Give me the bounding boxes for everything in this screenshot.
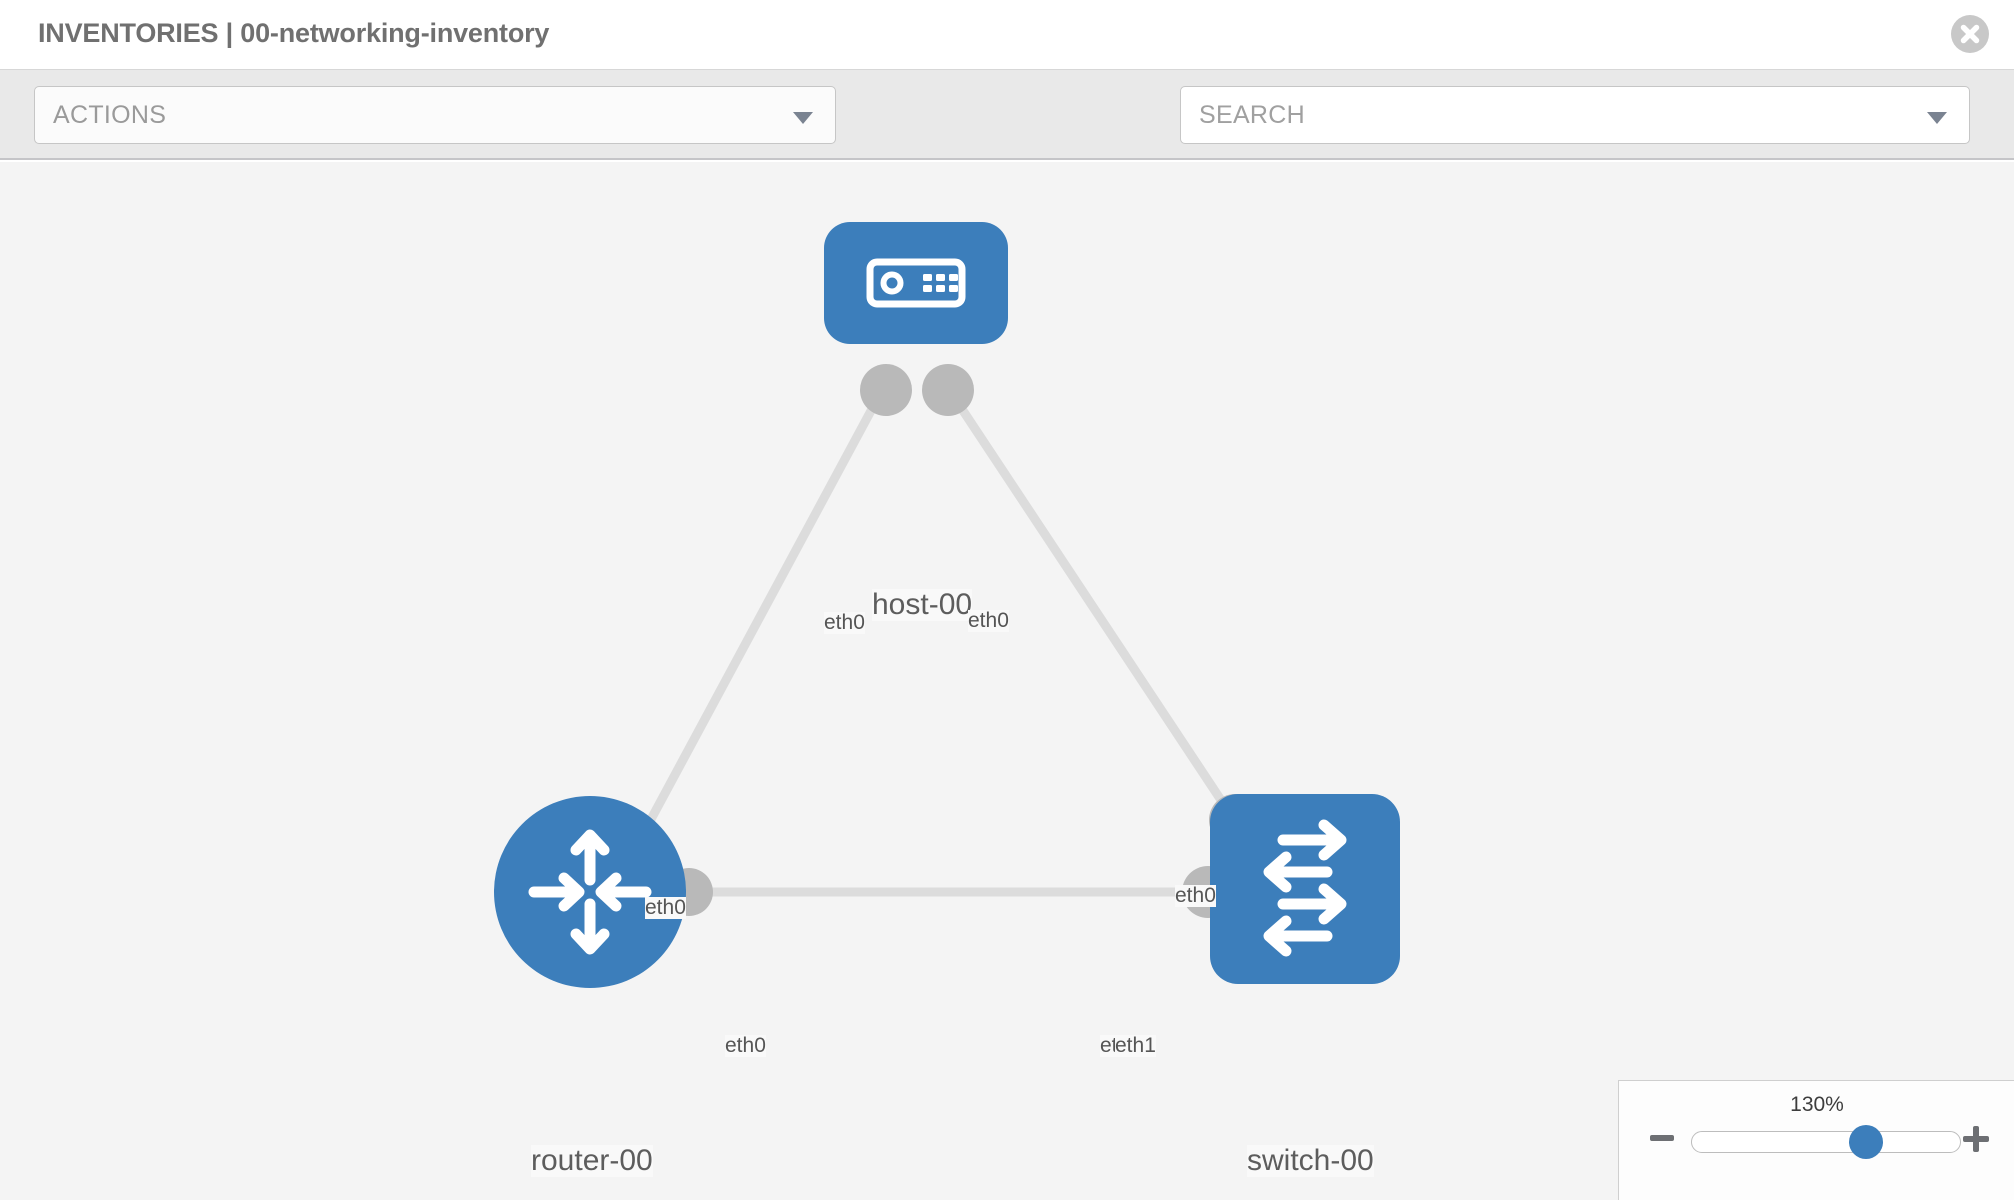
- port-host-left: [860, 364, 912, 416]
- topology-ports: [665, 364, 1261, 918]
- port-label-router-up: eth0: [645, 896, 686, 920]
- plus-icon[interactable]: [1960, 1123, 1992, 1160]
- port-host-right: [922, 364, 974, 416]
- port-label-switch-up: eth0: [1175, 884, 1216, 908]
- toolbar: ACTIONS SEARCH: [0, 70, 2014, 199]
- node-label-switch-00: switch-00: [1247, 1144, 1374, 1177]
- port-label-switch-left-b: eth1: [1115, 1034, 1156, 1058]
- node-label-router-00: router-00: [531, 1144, 653, 1177]
- zoom-control-panel: 130%: [1618, 1080, 2014, 1200]
- zoom-slider-thumb[interactable]: [1848, 1125, 1883, 1159]
- port-label-host-right: eth0: [968, 609, 1009, 633]
- actions-dropdown-label: ACTIONS: [53, 101, 167, 129]
- node-switch-00: [1210, 794, 1400, 984]
- actions-dropdown[interactable]: ACTIONS: [34, 86, 836, 144]
- topology-canvas[interactable]: host-00 eth0 eth0 eth0 eth0 eth0 eth0 et…: [0, 162, 2014, 1200]
- minus-icon[interactable]: [1647, 1123, 1677, 1158]
- link-host-switch: [948, 391, 1266, 865]
- port-label-router-right: eth0: [725, 1034, 766, 1058]
- node-router-00: [494, 796, 686, 988]
- search-input[interactable]: SEARCH: [1180, 86, 1970, 144]
- zoom-slider[interactable]: [1691, 1125, 1961, 1159]
- zoom-level-value: 130%: [1790, 1093, 1844, 1116]
- node-label-host-00: host-00: [872, 588, 973, 621]
- page-header: INVENTORIES | 00-networking-inventory: [0, 0, 2014, 70]
- node-host-00: [824, 222, 1008, 344]
- search-placeholder: SEARCH: [1199, 101, 1305, 129]
- topology-links: [624, 391, 1266, 897]
- page-title: INVENTORIES | 00-networking-inventory: [38, 18, 550, 48]
- chevron-down-icon: [793, 112, 813, 124]
- close-icon[interactable]: [1951, 15, 1989, 53]
- port-label-host-left: eth0: [824, 611, 865, 635]
- link-host-router: [624, 391, 884, 865]
- chevron-down-icon[interactable]: [1927, 112, 1947, 124]
